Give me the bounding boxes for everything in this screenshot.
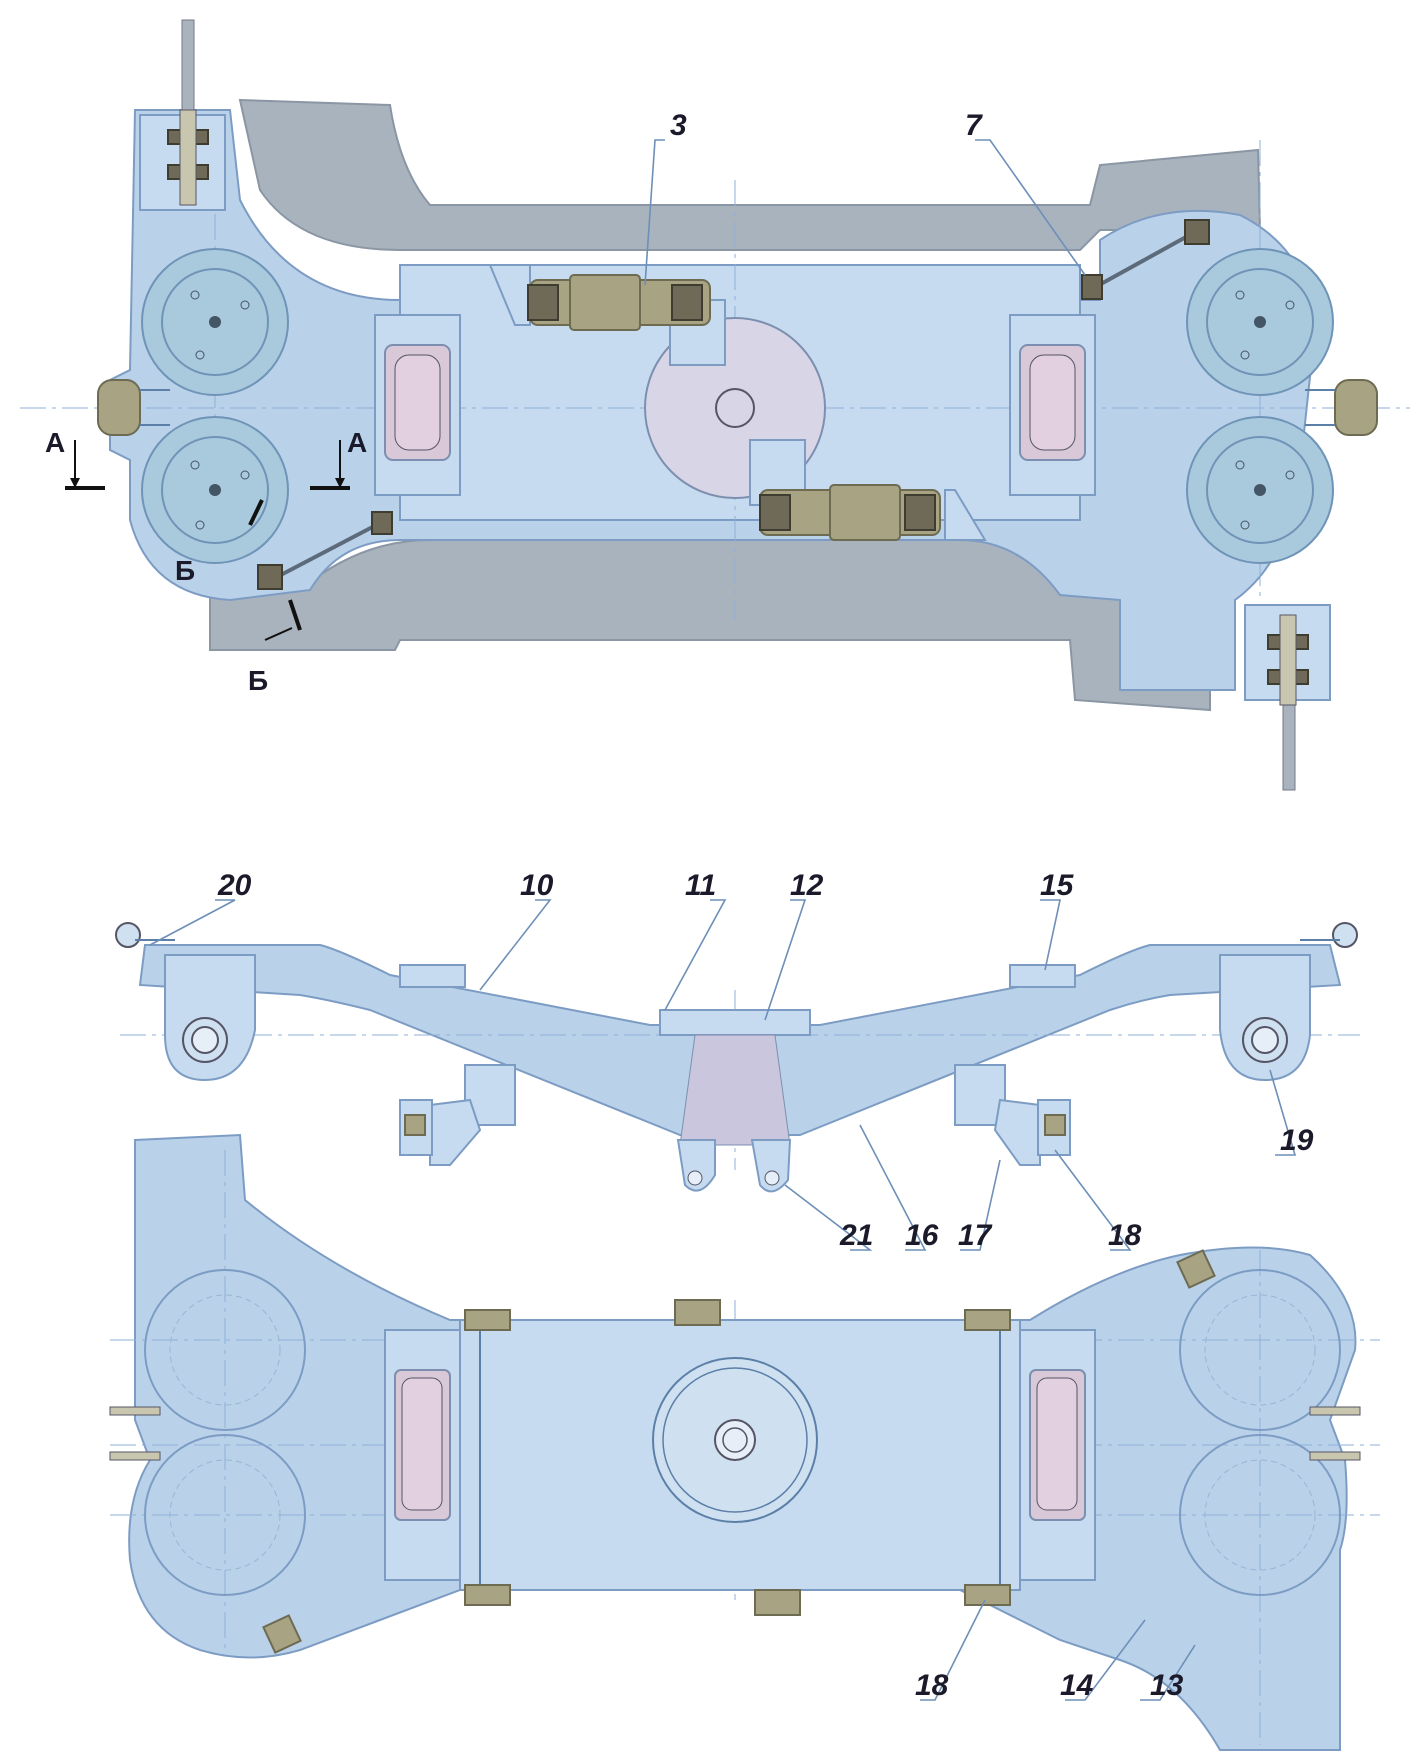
- section-b-marks: [248, 499, 302, 641]
- right-traction-rod: [1244, 604, 1331, 791]
- label-13: 13: [1150, 1669, 1184, 1702]
- label-18-bottom: 18: [915, 1669, 949, 1702]
- right-coupling: [1305, 379, 1378, 436]
- label-12: 12: [790, 869, 824, 902]
- bottom-wheel-right-lower: [1179, 1434, 1341, 1596]
- label-7: 7: [965, 109, 983, 142]
- label-18-side: 18: [1108, 1219, 1142, 1252]
- leader-3: [644, 139, 665, 286]
- label-14: 14: [1060, 1669, 1094, 1702]
- label-20: 20: [217, 869, 252, 902]
- label-17: 17: [958, 1219, 993, 1252]
- right-wheel-lower: [1186, 416, 1334, 564]
- bottom-lugs: [676, 1139, 792, 1193]
- label-16: 16: [905, 1219, 939, 1252]
- side-bracket-right: [954, 1064, 1071, 1166]
- center-plate: [659, 1009, 811, 1036]
- bottom-pad-right: [1019, 1329, 1096, 1581]
- damper-lower: [759, 484, 987, 541]
- section-label-a-left: А: [45, 427, 65, 458]
- bottom-view: 18 14 13: [109, 1133, 1380, 1751]
- leader-17: [960, 1159, 1001, 1251]
- section-label-a-right: А: [347, 427, 367, 458]
- bottom-wheel-right-upper: [1179, 1269, 1341, 1431]
- leader-18-bottom: [920, 1599, 986, 1701]
- upper-pad-left: [399, 964, 466, 988]
- section-label-b-upper: Б: [175, 555, 195, 586]
- label-21: 21: [839, 1219, 873, 1252]
- side-view: 20 10 11 12 15 19 21 16 17 18: [115, 869, 1360, 1252]
- bottom-wheel-left-upper: [144, 1269, 306, 1431]
- section-a-marks: [65, 440, 350, 490]
- leader-16: [859, 1124, 927, 1251]
- label-15: 15: [1040, 869, 1075, 902]
- leader-21: [784, 1184, 873, 1251]
- side-pad-right: [1009, 314, 1096, 496]
- leader-15: [1040, 899, 1061, 971]
- label-11: 11: [685, 869, 716, 902]
- bottom-fitting-right: [1176, 1249, 1216, 1289]
- plan-view: 3 7 А А Б Б: [20, 19, 1410, 791]
- end-bracket-right: [1219, 922, 1358, 1082]
- leader-11: [664, 899, 727, 1011]
- center-bolster: [679, 1034, 791, 1146]
- left-traction-rod: [139, 19, 226, 211]
- damper-upper: [488, 264, 711, 331]
- leader-12: [764, 899, 807, 1021]
- side-pad-left: [374, 314, 461, 496]
- bottom-wheel-left-lower: [144, 1434, 306, 1596]
- label-10: 10: [520, 869, 554, 902]
- left-coupling: [97, 379, 170, 436]
- label-19: 19: [1280, 1124, 1314, 1157]
- link-rod-right: [1081, 219, 1210, 300]
- upper-pad-right: [1009, 964, 1076, 988]
- end-bracket-left: [115, 922, 256, 1082]
- leader-13: [1140, 1644, 1196, 1701]
- leader-18-side: [1054, 1149, 1132, 1251]
- left-wheel-upper: [141, 248, 289, 396]
- right-wheel-upper: [1186, 248, 1334, 396]
- bottom-fitting-left: [262, 1614, 302, 1654]
- leader-10: [479, 899, 552, 991]
- label-3: 3: [670, 109, 687, 142]
- leader-20: [149, 899, 236, 946]
- bottom-pad-left: [384, 1329, 461, 1581]
- bottom-pins-left: [109, 1406, 161, 1461]
- bottom-center-bowl: [652, 1357, 818, 1523]
- leader-14: [1065, 1619, 1146, 1701]
- bottom-pins-right: [1309, 1406, 1361, 1461]
- bottom-lugs-top: [464, 1299, 1011, 1331]
- bottom-lugs-bottom: [464, 1584, 1011, 1616]
- section-label-b-lower: Б: [248, 665, 268, 696]
- side-rail-upper: [238, 98, 1262, 251]
- leader-7: [975, 139, 1086, 276]
- side-bracket-left: [399, 1064, 516, 1166]
- left-wheel-lower: [141, 416, 289, 564]
- leader-19: [1269, 1069, 1297, 1156]
- link-rod-left: [257, 511, 393, 590]
